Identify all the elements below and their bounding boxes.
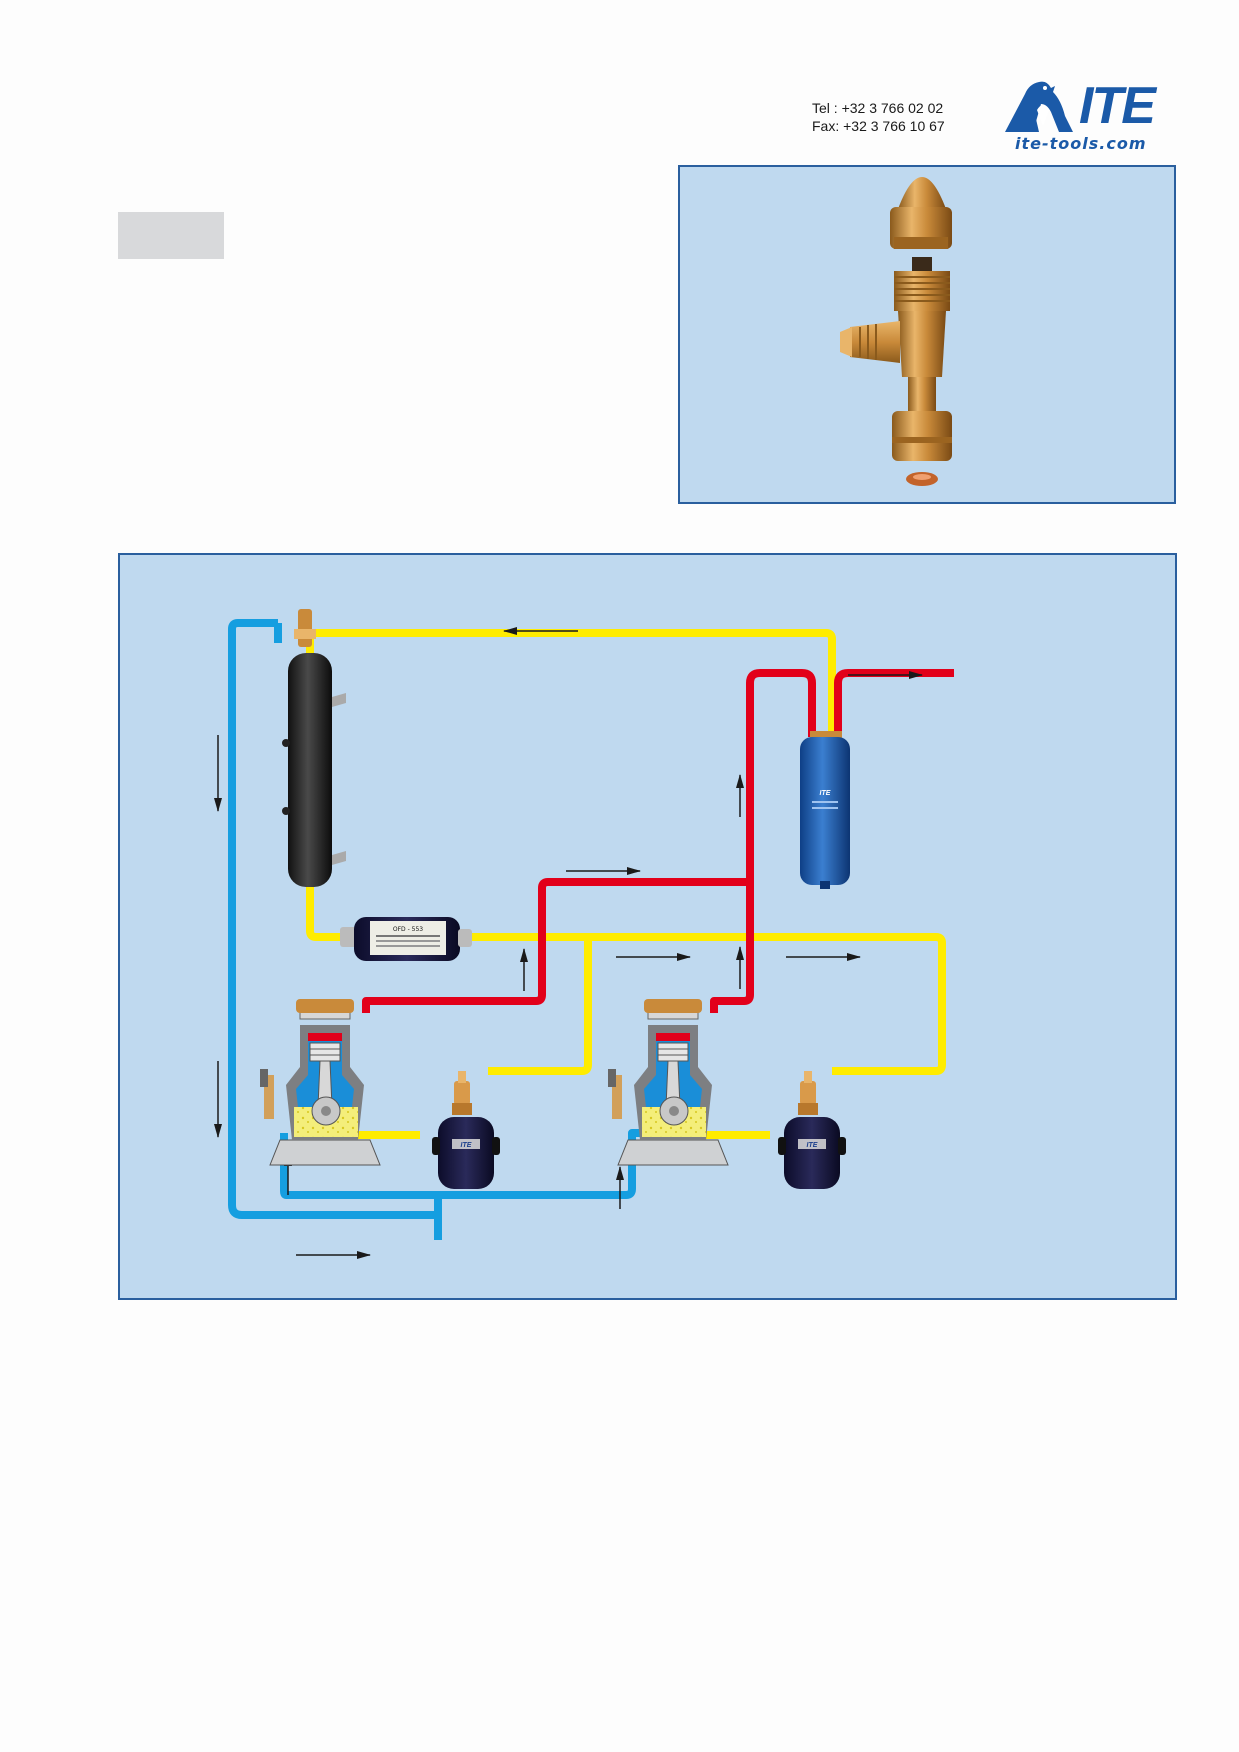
valve-photo-panel (678, 165, 1176, 504)
tel-number: Tel : +32 3 766 02 02 (812, 100, 944, 116)
flow-arrows (214, 627, 923, 1259)
compressor-2 (608, 999, 729, 1166)
oil-separator: ITE (800, 731, 850, 889)
logo-wordmark: ITE (1079, 77, 1156, 135)
regulator-1-label: ITE (461, 1142, 472, 1149)
regulator-2-label: ITE (807, 1142, 818, 1149)
logo-website[interactable]: ite-tools.com (1015, 134, 1147, 153)
suction-line (228, 619, 648, 1240)
contact-info: Tel : +32 3 766 02 02 Fax: +32 3 766 10 … (812, 99, 945, 135)
oil-filter: OFD - 553 (340, 917, 472, 961)
oil-system-diagram-panel: OFD - 553 ITE ITE (118, 553, 1177, 1300)
gray-section-tab (118, 212, 224, 259)
compressor-1 (260, 999, 381, 1166)
cap-nut-top (890, 177, 952, 249)
oil-level-regulator-2: ITE (778, 1071, 846, 1189)
oil-system-diagram: OFD - 553 ITE ITE (214, 609, 954, 1259)
shutoff-valve-photo (840, 177, 952, 486)
oil-reservoir (282, 609, 346, 887)
penguin-logo-icon (1005, 81, 1073, 132)
oil-filter-label: OFD - 553 (393, 926, 423, 933)
discharge-line (362, 669, 954, 1013)
oil-level-regulator-1: ITE (432, 1071, 500, 1189)
fax-number: Fax: +32 3 766 10 67 (812, 118, 945, 134)
ite-logo[interactable]: ITE ite-tools.com (1003, 76, 1179, 156)
separator-label: ITE (820, 790, 831, 797)
